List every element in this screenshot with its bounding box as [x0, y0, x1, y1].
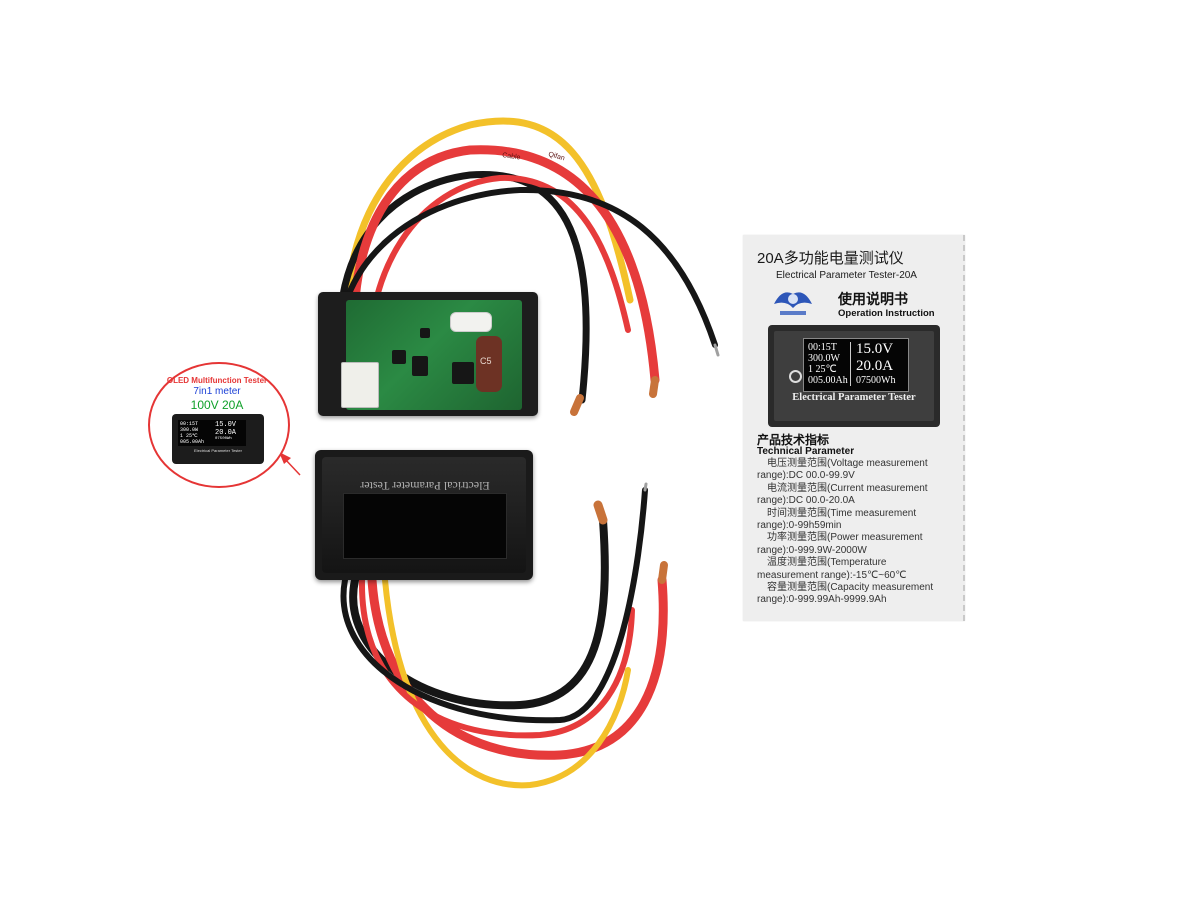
spec-line: 功率测量范围(Power measurement — [767, 532, 923, 544]
screen-current: 20.0A — [856, 358, 894, 374]
spec-line: range):0-99h59min — [757, 520, 842, 532]
indicator-ring-icon — [789, 370, 802, 383]
copper-end-upper-1 — [570, 394, 584, 416]
screen-voltage: 15.0V — [856, 341, 894, 357]
transistor — [420, 328, 430, 338]
black-wire-upper-1 — [336, 170, 590, 404]
manual-heading-en: Operation Instruction — [838, 308, 935, 319]
mini-screen-line: 005.00Ah — [180, 439, 205, 445]
spec-list: 电压测量范围(Voltage measurement range):DC 00.… — [757, 458, 960, 607]
callout-title: OLED Multifunction Tester — [166, 376, 268, 385]
screen-power: 300.0W — [808, 353, 840, 364]
copper-end-lower-3 — [643, 482, 648, 492]
manual-device-label: Electrical Parameter Tester — [792, 392, 916, 403]
mini-screen-big: 15.0V — [215, 421, 237, 429]
oled-display-off — [343, 493, 507, 559]
wire-connector — [341, 362, 379, 408]
copper-end-upper-3 — [713, 343, 720, 357]
screen-divider — [850, 342, 851, 386]
white-capacitor — [450, 312, 492, 332]
mini-meter-screen: 00:15T 300.0W 1 25℃ 005.00Ah 15.0V 20.0A… — [178, 420, 246, 446]
capacitor-label: C5 — [480, 356, 492, 366]
mini-screen-line: 00:15T — [180, 421, 199, 427]
red-wire-lower-2 — [358, 577, 635, 739]
manual-subtitle: Electrical Parameter Tester-20A — [776, 270, 917, 281]
spec-line: range):DC 00.0-20.0A — [757, 495, 855, 507]
black-wire-lower-2 — [340, 487, 648, 724]
spec-line: 时间测量范围(Time measurement — [767, 507, 917, 519]
manual-heading-cn: 使用说明书 — [838, 291, 908, 307]
front-panel-label: Electrical Parameter Tester — [360, 479, 490, 493]
spec-line: 电流测量范围(Current measurement — [767, 482, 928, 494]
red-wire-lower-1 — [367, 575, 668, 760]
mini-screen-line: 07500Wh — [215, 437, 232, 441]
ic-chip-small — [392, 350, 406, 364]
copper-end-lower-2 — [658, 561, 668, 584]
manual-device-screen: 00:15T 300.0W 1 25℃ 005.00Ah 15.0V 20.0A… — [803, 338, 909, 392]
spec-line: range):DC 00.0-99.9V — [757, 470, 855, 482]
mini-screen-line: 300.0W — [180, 427, 199, 433]
spec-line: measurement range):-15℃~60℃ — [757, 569, 907, 581]
black-wire-lower-1 — [349, 516, 609, 710]
spec-line: 温度测量范围(Temperature — [767, 557, 887, 569]
spec-line: range):0-999.99Ah-9999.9Ah — [757, 594, 887, 606]
spec-heading-cn: 产品技术指标 — [757, 433, 830, 447]
spec-heading-en: Technical Parameter — [757, 446, 855, 457]
copper-end-upper-2 — [649, 376, 659, 398]
callout-subtitle: 7in1 meter — [193, 386, 241, 397]
callout-arrow-head — [279, 452, 291, 464]
callout-rating: 100V 20A — [190, 398, 244, 412]
black-wire-upper-2 — [334, 186, 718, 388]
manual-title: 20A多功能电量测试仪 — [757, 250, 904, 267]
spec-line: 容量测量范围(Capacity measurement — [767, 582, 934, 594]
screen-capacity: 005.00Ah — [808, 375, 848, 386]
brown-capacitor — [476, 336, 502, 392]
copper-end-lower-1 — [593, 500, 608, 525]
spec-line: range):0-999.9W-2000W — [757, 544, 867, 556]
mini-screen-line: 1 25℃ — [180, 433, 198, 439]
wire-print-1: Qifan — [547, 151, 565, 162]
mini-screen-big: 20.0A — [215, 429, 237, 437]
mini-meter-label: Electrical Parameter Tester — [194, 448, 242, 453]
screen-energy: 07500Wh — [856, 375, 896, 386]
wire-print-2: Cable — [502, 152, 521, 161]
brand-logo-icon — [774, 292, 812, 315]
screen-temp: 1 25℃ — [808, 364, 837, 375]
ic-chip-main — [452, 362, 474, 384]
screen-time: 00:15T — [808, 342, 837, 353]
spec-line: 电压测量范围(Voltage measurement — [767, 458, 928, 469]
inductor — [412, 356, 428, 376]
